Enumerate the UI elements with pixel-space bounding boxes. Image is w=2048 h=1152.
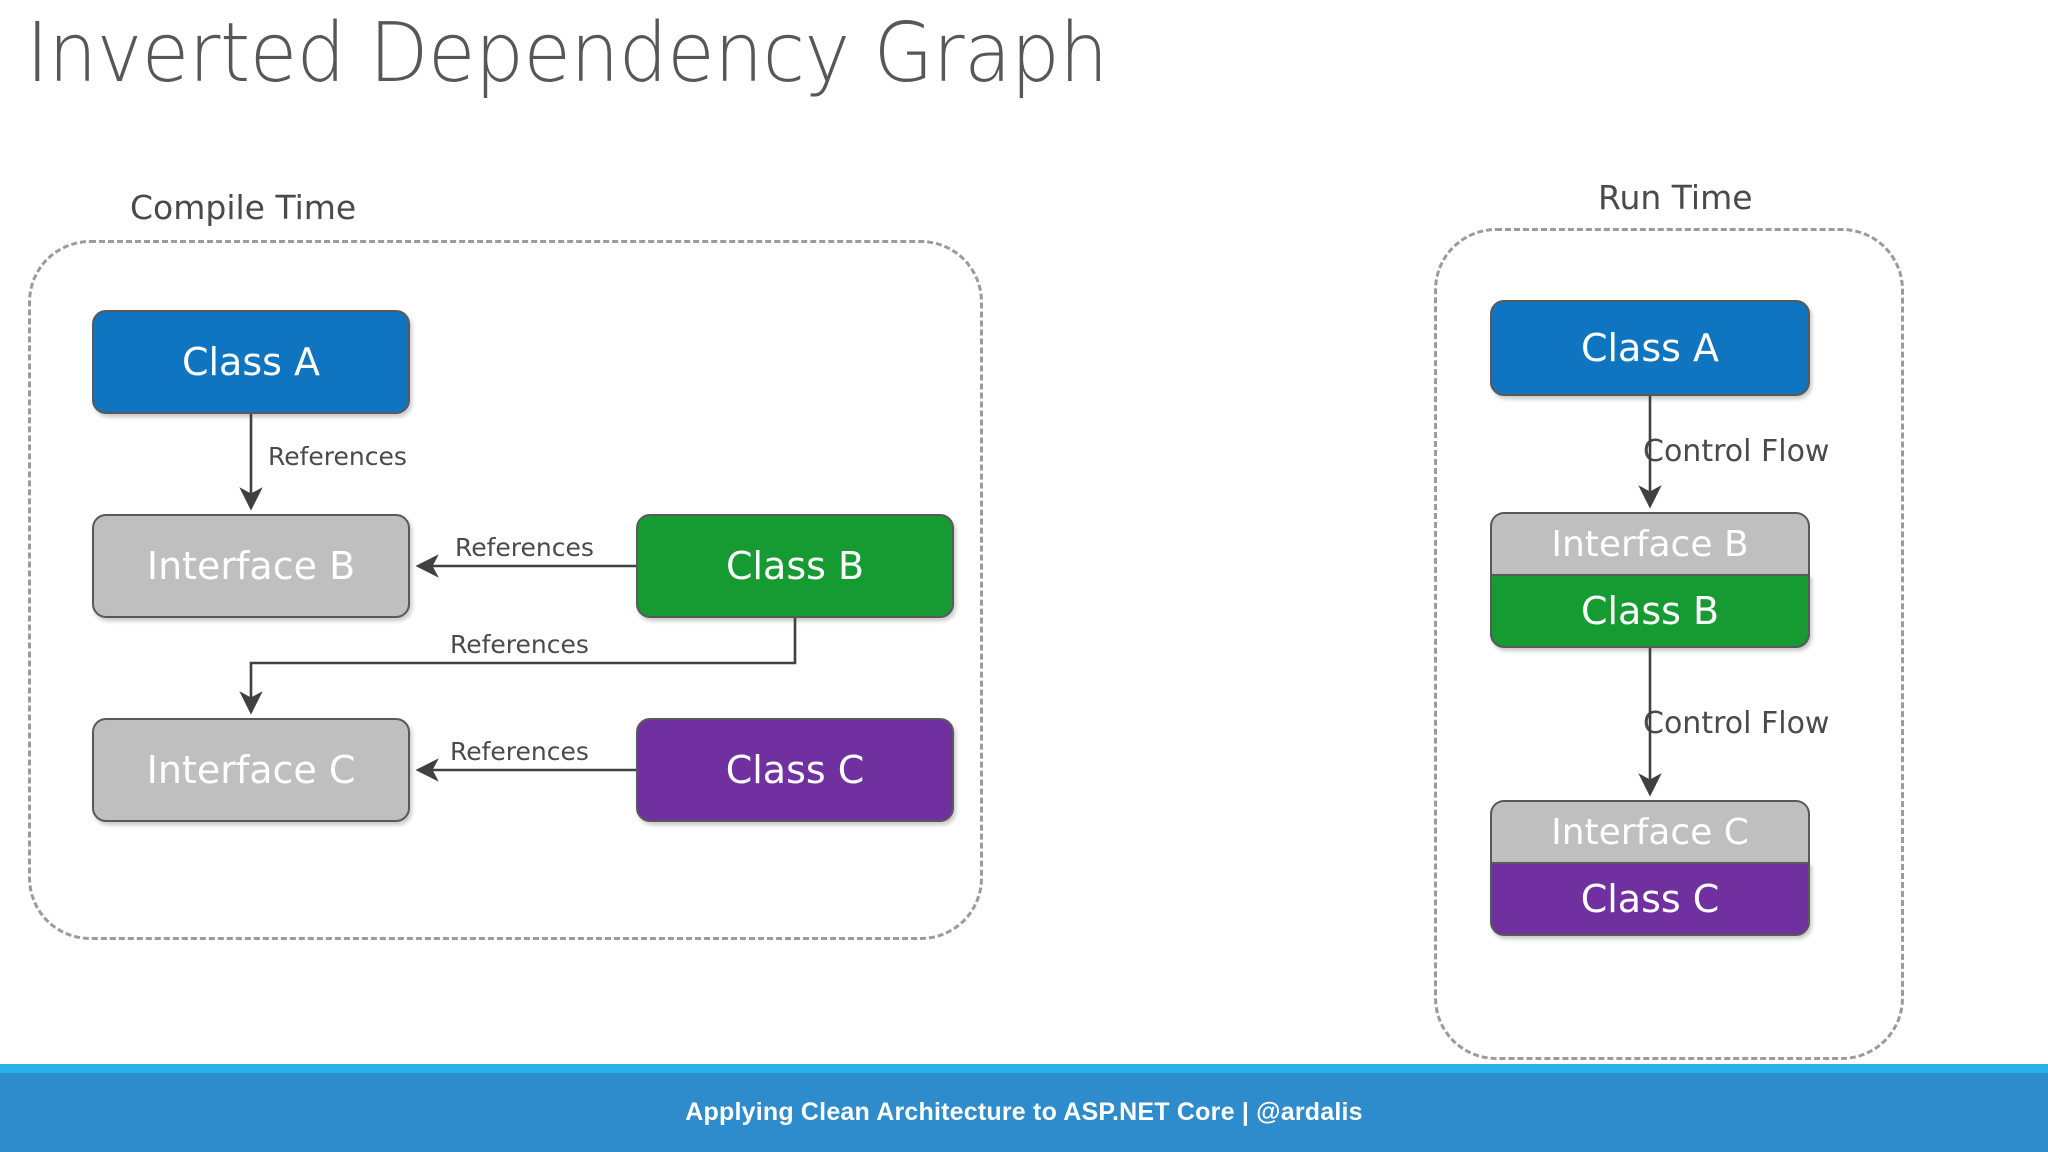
footer-bar: Applying Clean Architecture to ASP.NET C…: [0, 1064, 2048, 1152]
node-class-a-compile-time[interactable]: Class A: [92, 310, 410, 414]
node-class-a-run-time[interactable]: Class A: [1490, 300, 1810, 396]
run-time-caption: Run Time: [1598, 178, 1753, 217]
node-interface-c-compile-time[interactable]: Interface C: [92, 718, 410, 822]
node-label: Class B: [725, 544, 865, 588]
node-class-c-run-time[interactable]: Class C: [1490, 862, 1810, 936]
page-title: Inverted Dependency Graph: [26, 6, 1108, 101]
edge-label-class-c-references-interface-c: References: [450, 737, 589, 766]
node-interface-b-run-time[interactable]: Interface B: [1490, 512, 1810, 574]
run-time-group-boundary: [1434, 228, 1904, 1060]
edge-label-control-flow-a-to-b: Control Flow: [1643, 434, 1830, 469]
node-label: Interface B: [1551, 523, 1749, 565]
node-class-b-compile-time[interactable]: Class B: [636, 514, 954, 618]
node-label: Interface C: [1551, 811, 1749, 853]
edge-label-class-a-references-interface-b: References: [268, 442, 407, 471]
compile-time-group-boundary: [28, 240, 983, 940]
footer-text: Applying Clean Architecture to ASP.NET C…: [685, 1098, 1363, 1126]
node-label: Class A: [1580, 326, 1720, 370]
node-label: Class B: [1580, 589, 1720, 633]
node-class-c-compile-time[interactable]: Class C: [636, 718, 954, 822]
node-label: Class C: [1580, 877, 1720, 921]
node-label: Interface C: [146, 748, 356, 792]
node-label: Class A: [181, 340, 321, 384]
node-stack-b: Interface B Class B: [1490, 512, 1810, 648]
node-stack-c: Interface C Class C: [1490, 800, 1810, 936]
node-interface-c-run-time[interactable]: Interface C: [1490, 800, 1810, 862]
node-class-b-run-time[interactable]: Class B: [1490, 574, 1810, 648]
node-label: Interface B: [146, 544, 356, 588]
edge-label-class-b-references-interface-b: References: [455, 533, 594, 562]
node-interface-b-compile-time[interactable]: Interface B: [92, 514, 410, 618]
edge-label-class-b-references-interface-c: References: [450, 630, 589, 659]
compile-time-caption: Compile Time: [130, 188, 357, 227]
edge-label-control-flow-b-to-c: Control Flow: [1643, 706, 1830, 741]
node-label: Class C: [725, 748, 865, 792]
